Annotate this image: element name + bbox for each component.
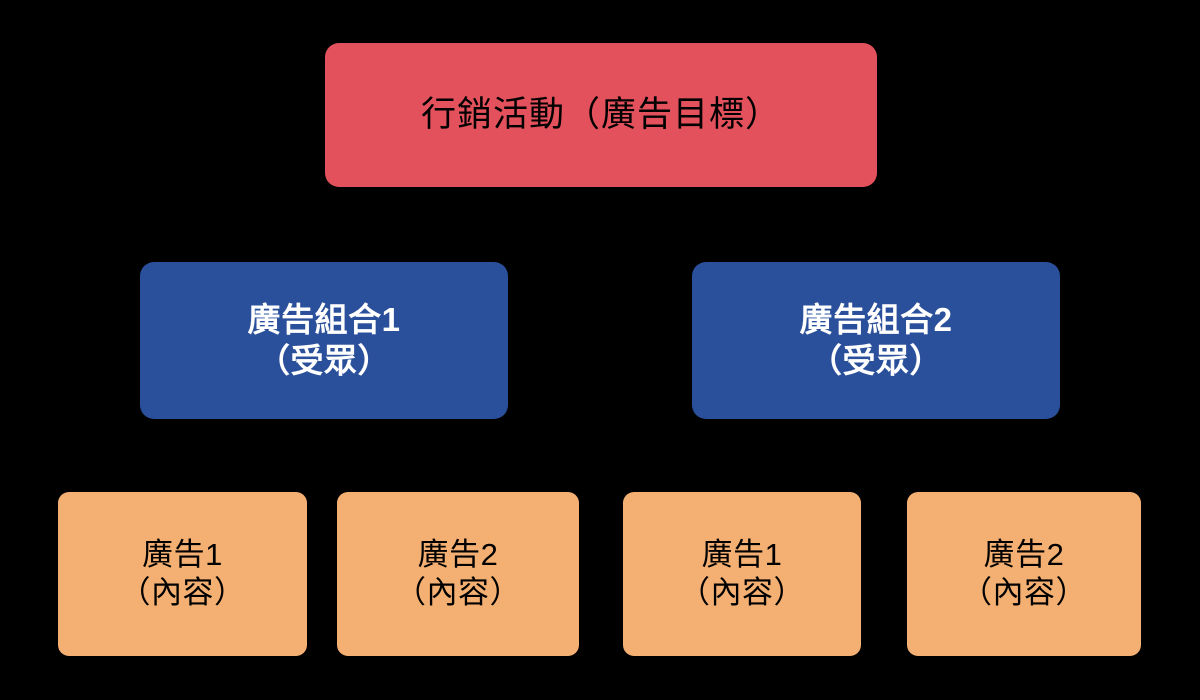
node-ad-3[interactable]: 廣告1 （內容） <box>623 492 861 656</box>
node-ad-1-label-line2: （內容） <box>119 575 246 610</box>
node-adset-2-label-line1: 廣告組合2 <box>799 301 953 339</box>
connector-campaign-to-adset-2 <box>599 187 878 262</box>
node-ad-1-label-line1: 廣告1 <box>142 537 223 573</box>
connector-adset1-to-ad-2 <box>322 419 460 492</box>
node-campaign-label-line1: 行銷活動（廣告目標） <box>420 94 781 134</box>
connector-adset1-to-ad-1 <box>180 419 326 492</box>
connector-adset2-to-ad-3 <box>740 419 878 492</box>
node-ad-4[interactable]: 廣告2 （內容） <box>907 492 1141 656</box>
node-adset-1[interactable]: 廣告組合1 （受眾） <box>140 262 508 419</box>
node-ad-3-label-line2: （內容） <box>679 575 805 610</box>
node-adset-1-label-line2: （受眾） <box>257 341 391 379</box>
node-ad-4-label-line1: 廣告2 <box>983 537 1065 573</box>
node-ad-1[interactable]: 廣告1 （內容） <box>58 492 307 656</box>
node-campaign[interactable]: 行銷活動（廣告目標） <box>325 43 877 187</box>
node-adset-2-label-line2: （受眾） <box>809 341 943 379</box>
node-ad-2-label-line1: 廣告2 <box>417 537 499 573</box>
node-adset-1-label-line1: 廣告組合1 <box>247 301 401 339</box>
node-ad-2[interactable]: 廣告2 （內容） <box>337 492 579 656</box>
node-ad-3-label-line1: 廣告1 <box>701 537 783 573</box>
node-ad-4-label-line2: （內容） <box>961 575 1087 610</box>
connector-adset2-to-ad-4 <box>874 419 1026 492</box>
connector-campaign-to-adset-1 <box>322 187 603 262</box>
node-adset-2[interactable]: 廣告組合2 （受眾） <box>692 262 1060 419</box>
node-ad-2-label-line2: （內容） <box>395 575 521 610</box>
